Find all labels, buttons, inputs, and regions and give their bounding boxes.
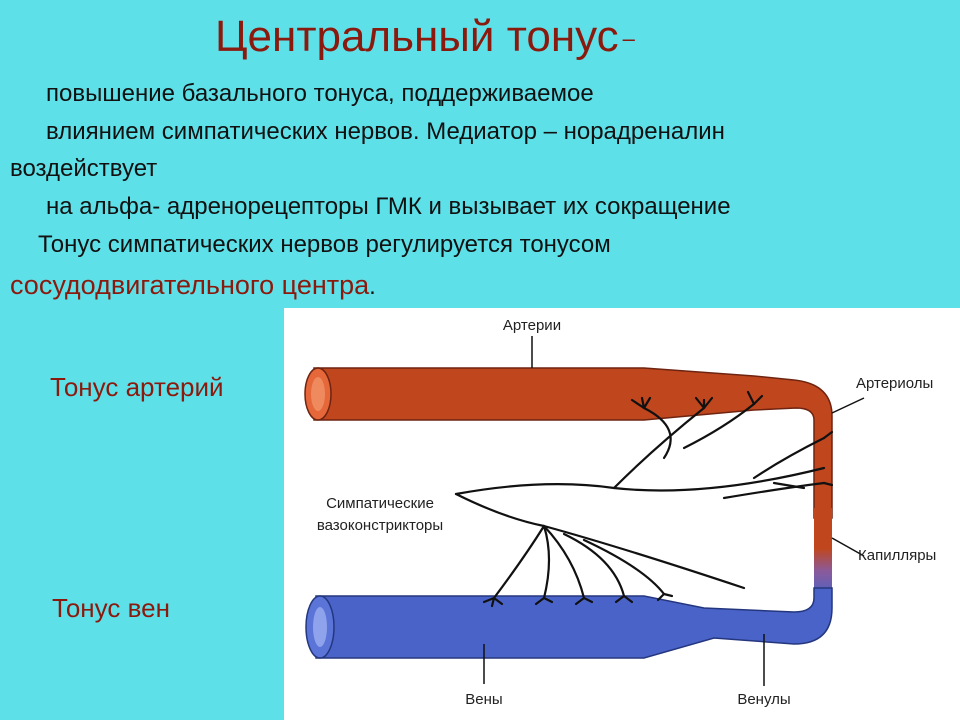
text-line-5: Тонус симпатических нервов регулируется … [38,231,611,258]
capillary-segment [814,508,832,598]
vessel-diagram: Артерии Артериолы Симпатические вазоконс… [284,308,960,720]
text-line-3: воздействует [10,155,158,182]
vessel-diagram-svg: Артерии Артериолы Симпатические вазоконс… [304,317,936,708]
arteries-tone-label: Тонус артерий [50,372,224,402]
sympathetic-label-2: вазоконстрикторы [317,517,443,534]
text-line-4: на альфа- адренорецепторы ГМК и вызывает… [46,193,731,220]
venules-label: Венулы [737,691,790,708]
veins-tone-label: Тонус вен [52,593,170,623]
vasomotor-center-text: сосудодвигательного центра [10,270,370,300]
text-line-2: влиянием симпатических нервов. Медиатор … [46,118,725,145]
title-dash: – [622,26,635,52]
sympathetic-nerve-branches [454,390,834,608]
page-title: Центральный тонус– [215,12,635,62]
arterioles-label: Артериолы [856,375,933,392]
text-line-6: сосудодвигательного центра. [10,270,376,301]
veins-label: Вены [465,691,502,708]
arteries-label: Артерии [503,317,561,334]
accent-tail: . [369,273,376,300]
vein-vessel [305,587,833,659]
title-text: Центральный тонус [215,12,619,61]
label-leaders [483,336,865,686]
text-line-1: повышение базального тонуса, поддерживае… [46,80,594,107]
sympathetic-label-1: Симпатические [326,495,434,512]
capillaries-label: Капилляры [858,547,936,564]
